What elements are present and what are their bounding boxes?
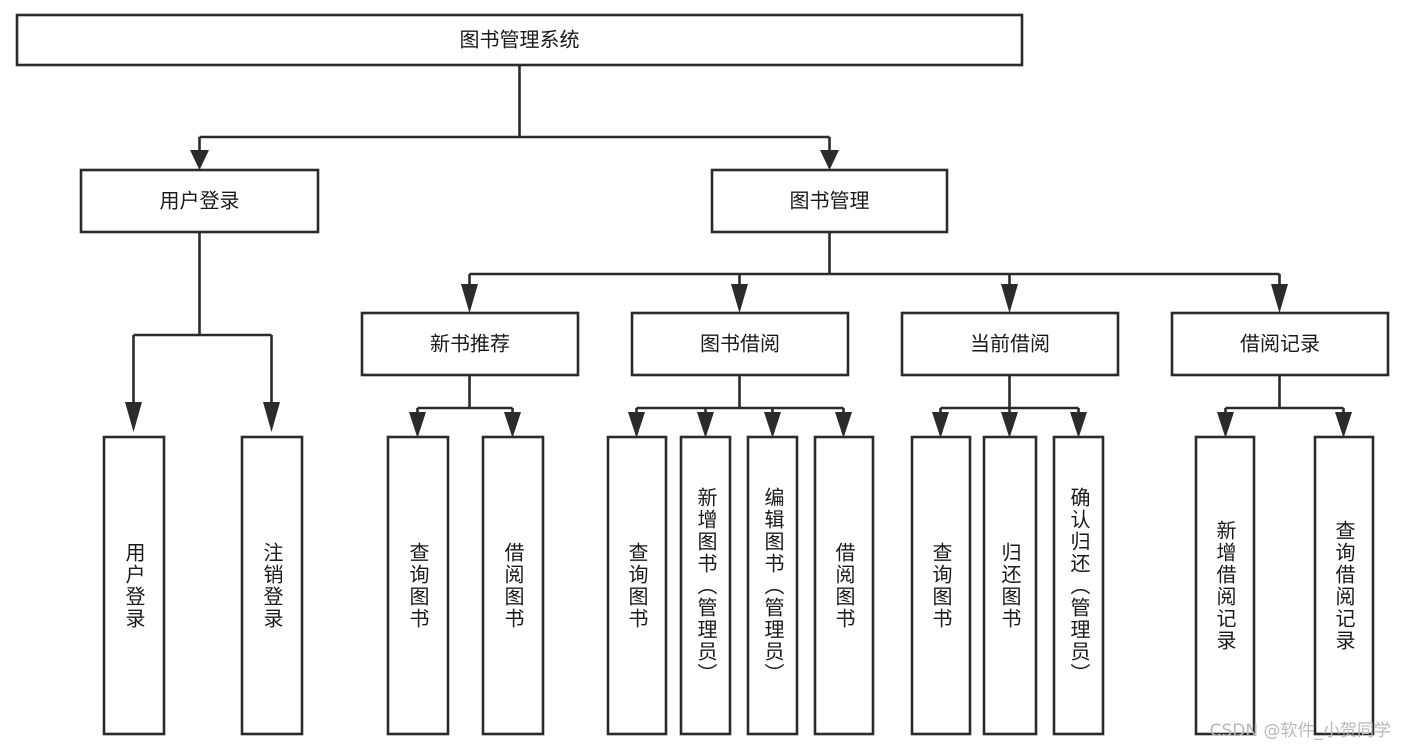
node-book-borrow-label: 图书借阅 [700,332,780,356]
arrow-head-book-mgmt [820,150,839,170]
node-borrow-record-label: 借阅记录 [1240,332,1320,356]
node-root-system-label: 图书管理系统 [460,28,580,52]
leaf-node-query-book-current[interactable]: 查询图书 [910,435,972,736]
leaf-node-user-login[interactable]: 用户登录 [102,435,166,736]
connector-group-user-login [125,232,280,432]
arrow-head-user-login [190,150,209,170]
leaf-node-query-borrow-record[interactable]: 查询借阅记录 [1313,435,1375,736]
connector-group-book-borrow [628,375,852,438]
leaf-node-borrow-book-borrow-label: 借阅图书 [832,542,856,630]
node-user-login-label: 用户登录 [160,189,240,213]
leaf-node-borrow-book-borrow-box [813,435,875,736]
leaf-node-borrow-book-recommend[interactable]: 借阅图书 [481,435,545,736]
leaf-node-borrow-book-recommend-box [481,435,545,736]
leaf-node-query-book-current-label: 查询图书 [929,542,953,630]
leaf-node-query-book-recommend[interactable]: 查询图书 [386,435,450,736]
leaf-node-return-book[interactable]: 归还图书 [982,435,1038,736]
node-root-system[interactable]: 图书管理系统 [15,13,1024,67]
leaf-node-logout-box [240,435,304,736]
leaf-node-add-book-admin-box [679,435,732,736]
leaf-node-add-borrow-record[interactable]: 新增借阅记录 [1194,435,1256,736]
leaf-node-edit-book-admin-box [746,435,799,736]
arrow-head-leaf-query-book-3 [932,412,949,438]
node-current-borrow-box [900,311,1120,377]
arrow-head-new-book-rec [461,284,478,313]
leaf-node-add-book-admin[interactable]: 新增图书（管理员） [679,435,732,736]
leaf-node-edit-book-admin-label: 编辑图书（管理员） [761,487,785,685]
arrow-head-leaf-add-book [697,412,714,438]
node-book-borrow-box [630,311,850,377]
node-new-book-recommend-label: 新书推荐 [430,332,510,356]
connector-group-book-mgmt [461,232,1288,313]
arrow-head-leaf-confirm-return [1070,412,1087,438]
arrow-head-leaf-edit-book [764,412,781,438]
arrow-head-leaf-borrow-book-2 [835,412,852,438]
node-current-borrow[interactable]: 当前借阅 [900,311,1120,377]
node-new-book-recommend[interactable]: 新书推荐 [360,311,580,377]
arrow-head-leaf-logout [263,402,280,432]
node-user-login[interactable]: 用户登录 [79,168,320,234]
leaf-node-edit-book-admin[interactable]: 编辑图书（管理员） [746,435,799,736]
leaf-node-add-book-admin-label: 新增图书（管理员） [694,487,718,685]
leaf-node-borrow-book-recommend-label: 借阅图书 [501,542,525,630]
leaf-node-confirm-return-admin[interactable]: 确认归还（管理员） [1052,435,1105,736]
arrow-head-leaf-query-record [1335,412,1352,438]
leaf-node-borrow-book-borrow[interactable]: 借阅图书 [813,435,875,736]
arrow-head-leaf-user-login [125,402,142,432]
connector-group-root [190,65,839,170]
arrow-head-current-borrow [1001,284,1018,313]
leaf-node-return-book-box [982,435,1038,736]
arrow-head-leaf-borrow-book-1 [504,412,521,438]
connector-group-borrow-record [1217,375,1352,438]
arrow-head-leaf-query-book-2 [628,412,645,438]
leaf-node-query-book-recommend-box [386,435,450,736]
node-borrow-record[interactable]: 借阅记录 [1170,311,1390,377]
arrow-head-book-borrow [731,284,748,313]
node-book-borrow[interactable]: 图书借阅 [630,311,850,377]
arrow-head-leaf-query-book-1 [409,412,426,438]
arrow-head-leaf-add-record [1217,412,1234,438]
arrow-head-leaf-return-book [1001,412,1018,438]
leaf-node-query-book-borrow-label: 查询图书 [625,542,649,630]
leaf-node-add-borrow-record-label: 新增借阅记录 [1213,520,1237,652]
node-book-management[interactable]: 图书管理 [710,168,949,234]
node-book-management-box [710,168,949,234]
leaf-node-return-book-label: 归还图书 [998,542,1022,630]
leaf-node-confirm-return-admin-box [1052,435,1105,736]
leaf-node-confirm-return-admin-label: 确认归还（管理员） [1067,487,1091,685]
leaf-node-query-book-recommend-label: 查询图书 [406,542,430,630]
connector-group-new-book-rec [409,375,521,438]
leaf-node-add-borrow-record-box [1194,435,1256,736]
leaf-node-query-borrow-record-label: 查询借阅记录 [1332,520,1356,652]
leaf-node-query-book-borrow-box [606,435,668,736]
arrow-head-borrow-record [1271,284,1288,313]
leaf-node-query-borrow-record-box [1313,435,1375,736]
leaf-node-query-book-current-box [910,435,972,736]
node-new-book-recommend-box [360,311,580,377]
node-borrow-record-box [1170,311,1390,377]
node-user-login-box [79,168,320,234]
leaf-node-logout-label: 注销登录 [260,542,284,630]
node-book-management-label: 图书管理 [790,189,870,213]
leaf-node-user-login-label: 用户登录 [122,542,146,630]
node-current-borrow-label: 当前借阅 [970,332,1050,356]
leaf-node-user-login-box [102,435,166,736]
leaf-node-query-book-borrow[interactable]: 查询图书 [606,435,668,736]
node-root-system-box [15,13,1024,67]
leaf-node-logout[interactable]: 注销登录 [240,435,304,736]
connector-group-current-borrow [932,375,1087,438]
